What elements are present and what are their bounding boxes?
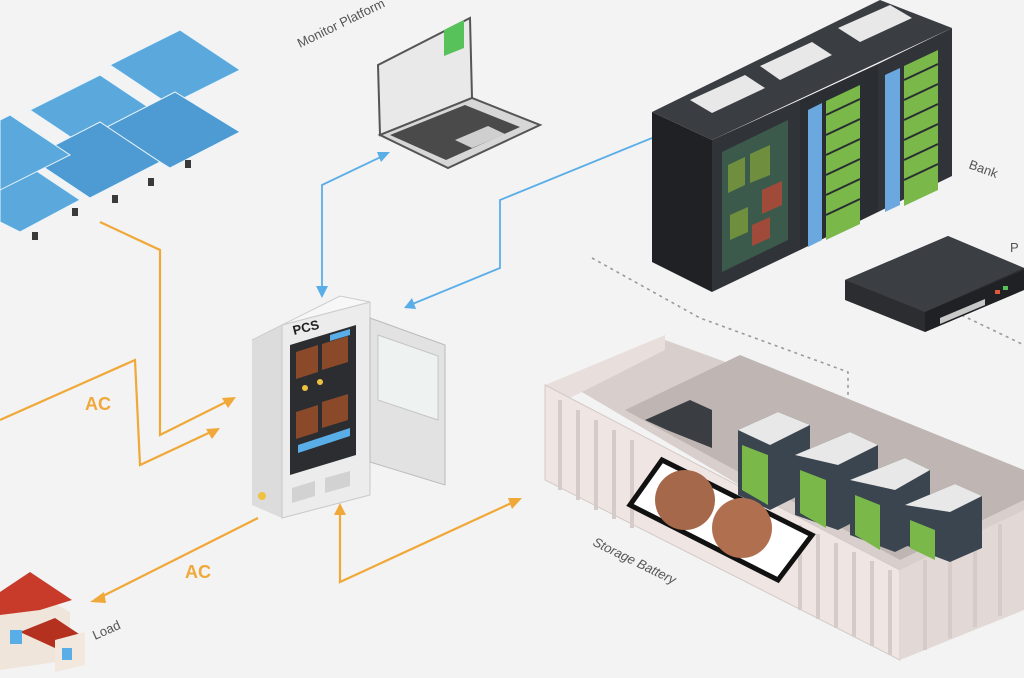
solar-panel-array bbox=[0, 29, 242, 240]
storage-battery-label: Storage Battery bbox=[591, 534, 680, 588]
ac-lines bbox=[0, 221, 519, 601]
battery-container bbox=[544, 335, 1024, 661]
rack-to-pcs-line bbox=[409, 137, 653, 306]
bank-label: Bank bbox=[967, 157, 1000, 181]
house-icon bbox=[0, 572, 85, 672]
p-label: P bbox=[1010, 240, 1019, 255]
pcs-to-battery-line bbox=[338, 499, 519, 584]
network-switch bbox=[845, 236, 1024, 332]
monitor-platform-label: Monitor Platform bbox=[295, 0, 387, 51]
dotted-lines bbox=[591, 257, 1024, 405]
solar-to-pcs-line bbox=[99, 221, 231, 437]
data-lines bbox=[321, 137, 653, 306]
pcs-to-monitor-line bbox=[321, 154, 386, 292]
load-label: Load bbox=[90, 617, 123, 642]
ac-bottom-label: AC bbox=[185, 562, 211, 582]
ac-arrowheads bbox=[90, 397, 522, 603]
pcs-to-load-line bbox=[94, 517, 259, 601]
server-rack bbox=[652, 0, 952, 292]
data-arrowheads bbox=[316, 152, 416, 309]
grid-to-pcs-line bbox=[0, 358, 216, 467]
pcs-label: PCS bbox=[291, 317, 321, 338]
pcs-cabinet bbox=[251, 295, 446, 519]
laptop-icon bbox=[376, 16, 543, 170]
ac-left-label: AC bbox=[85, 394, 111, 414]
